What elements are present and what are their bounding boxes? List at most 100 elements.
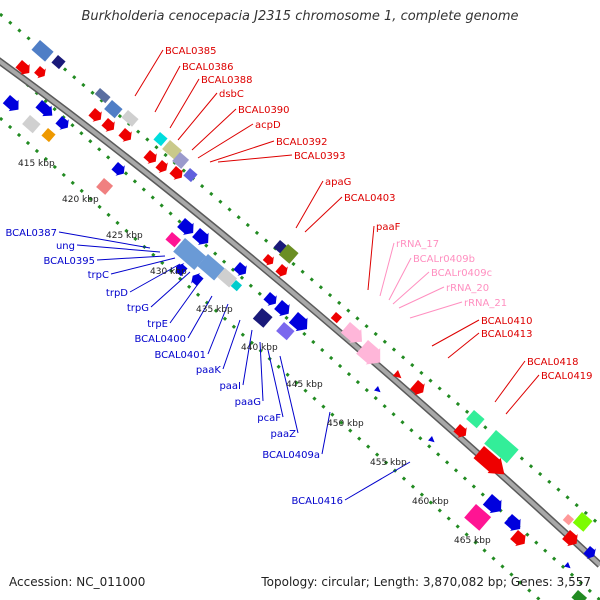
gene-feature-52 xyxy=(473,446,505,475)
gene-feature-5 xyxy=(94,88,111,104)
gene-feature-55 xyxy=(464,504,492,531)
callout-line xyxy=(58,231,151,249)
gene-label-lower: paaG xyxy=(235,397,261,408)
gene-feature-25 xyxy=(192,228,209,245)
gene-feature-7 xyxy=(121,110,139,127)
map-title: Burkholderia cenocepacia J2315 chromosom… xyxy=(81,9,519,24)
gene-feature-15 xyxy=(153,132,168,147)
scale-tick-label: 420 kbp xyxy=(62,195,99,205)
gene-label-lower: BCAL0416 xyxy=(291,496,343,507)
gene-feature-4 xyxy=(2,95,19,112)
gene-feature-13 xyxy=(22,115,41,134)
gene-feature-2 xyxy=(15,60,30,75)
gene-feature-1 xyxy=(51,55,66,70)
callout-line xyxy=(392,271,430,305)
gene-label-lower: ung xyxy=(56,241,75,252)
gene-feature-9 xyxy=(101,118,115,132)
callout-line xyxy=(447,332,480,359)
accession-text: Accession: NC_011000 xyxy=(9,575,146,589)
callout-line xyxy=(409,301,463,319)
callout-line xyxy=(505,374,540,415)
gene-labels: BCAL0385BCAL0386BCAL0388dsbCBCAL0390acpD… xyxy=(5,46,592,507)
gene-feature-40 xyxy=(288,312,308,332)
callout-line xyxy=(367,225,375,291)
scale-tick-label: 450 kbp xyxy=(327,419,364,429)
gene-feature-30 xyxy=(230,280,243,292)
gene-feature-33 xyxy=(233,262,247,276)
callout-line xyxy=(110,257,176,275)
callout-line xyxy=(431,319,480,347)
gene-label-rna: rRNA_21 xyxy=(464,298,507,309)
gene-feature-6 xyxy=(104,100,123,119)
callout-line xyxy=(267,349,284,418)
gene-feature-20 xyxy=(169,166,183,180)
gene-feature-18 xyxy=(143,150,157,164)
callout-line xyxy=(388,257,412,301)
gene-feature-49 xyxy=(466,410,485,429)
gene-feature-0 xyxy=(31,40,54,62)
gene-feature-47 xyxy=(410,380,425,396)
gene-label-rna: BCALr0409c xyxy=(431,268,492,279)
callout-line xyxy=(96,255,166,261)
gene-label-lower: paaI xyxy=(219,381,241,392)
gene-feature-39 xyxy=(274,300,290,317)
scale-tick-label: 435 kbp xyxy=(196,305,233,315)
gene-label-upper: BCAL0410 xyxy=(481,316,533,327)
gene-features xyxy=(2,40,596,600)
callout-line xyxy=(344,461,411,501)
gene-feature-60 xyxy=(562,530,578,547)
gene-label-upper: apaG xyxy=(325,177,351,188)
callout-line xyxy=(398,286,445,309)
callout-line xyxy=(259,341,264,402)
gene-feature-43 xyxy=(330,312,343,324)
gene-label-lower: BCAL0395 xyxy=(43,256,95,267)
callout-line xyxy=(321,411,331,455)
callout-line xyxy=(494,360,526,403)
gene-feature-48 xyxy=(374,386,381,393)
gene-feature-46 xyxy=(392,370,402,379)
gene-label-upper: BCAL0413 xyxy=(481,329,533,340)
gene-label-upper: BCAL0418 xyxy=(527,357,579,368)
gene-feature-61 xyxy=(583,546,596,559)
callout-line xyxy=(379,242,395,297)
gene-feature-22 xyxy=(111,162,125,176)
scale-tick-label: 425 kbp xyxy=(106,231,143,241)
gene-feature-29 xyxy=(217,268,238,288)
gene-label-lower: trpD xyxy=(106,288,128,299)
gene-feature-14 xyxy=(41,128,56,143)
gene-label-lower: trpG xyxy=(127,303,149,314)
gene-label-lower: paaK xyxy=(196,365,222,376)
gene-label-upper: BCAL0385 xyxy=(165,46,217,57)
gene-feature-45 xyxy=(356,340,381,365)
callout-line xyxy=(207,303,229,355)
gene-label-lower: BCAL0400 xyxy=(134,334,186,345)
scale-tick-label: 460 kbp xyxy=(412,497,449,507)
callout-line xyxy=(76,244,161,253)
gene-feature-23 xyxy=(96,178,114,195)
gene-label-upper: BCAL0393 xyxy=(294,151,346,162)
gene-label-lower: BCAL0409a xyxy=(262,450,320,461)
gene-label-lower: BCAL0401 xyxy=(154,350,206,361)
callout-line xyxy=(295,180,324,229)
gene-feature-31 xyxy=(175,263,188,277)
callout-line xyxy=(169,78,200,129)
dotted-guides xyxy=(0,12,600,600)
callout-line xyxy=(129,263,181,293)
gene-feature-17 xyxy=(172,152,190,169)
gene-feature-35 xyxy=(278,244,299,264)
gene-label-upper: dsbC xyxy=(219,89,244,100)
gene-feature-41 xyxy=(252,308,273,328)
backbone xyxy=(0,57,600,568)
callout-line xyxy=(217,154,293,163)
gene-feature-38 xyxy=(263,292,277,306)
gene-label-upper: BCAL0388 xyxy=(201,75,253,86)
gene-feature-19 xyxy=(155,160,168,173)
gene-feature-56 xyxy=(504,514,521,531)
callout-line xyxy=(222,319,241,370)
gene-feature-32 xyxy=(191,273,204,287)
gene-feature-44 xyxy=(340,322,363,343)
gene-feature-12 xyxy=(55,116,69,130)
gene-feature-57 xyxy=(510,530,526,547)
gene-feature-21 xyxy=(183,168,198,183)
